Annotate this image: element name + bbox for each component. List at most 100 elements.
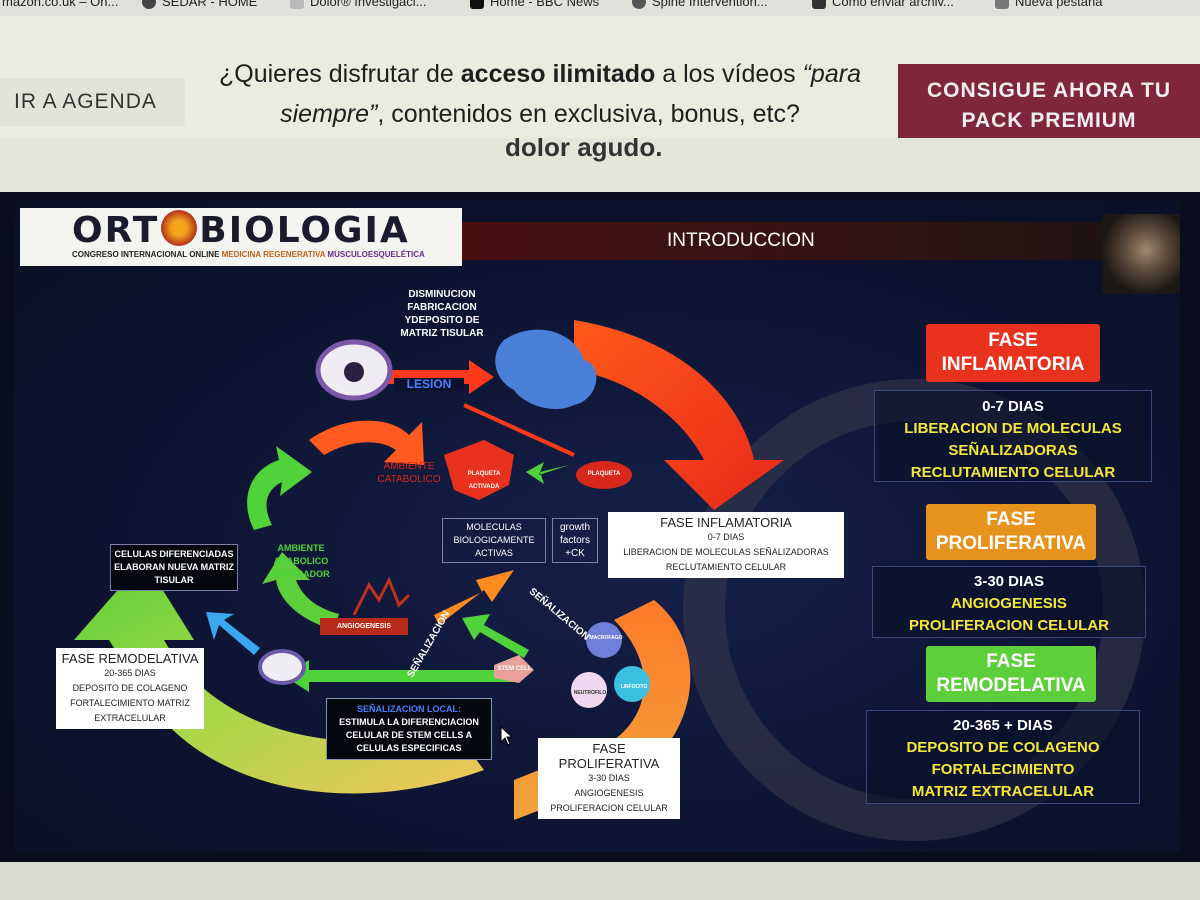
label-plaqueta: PLAQUETA [587, 471, 621, 477]
promo-text-part1: ¿Quieres disfrutar de [219, 60, 461, 88]
neutrophil-icon [571, 672, 607, 708]
label-macrofago: MACROFAGO [589, 635, 623, 641]
new-tab-icon [995, 0, 1009, 9]
stem-cell-arrow [284, 660, 514, 692]
bookmark-label: Spine Intervention... [652, 0, 768, 9]
bbc-icon [470, 0, 484, 9]
tissue-blob-icon [495, 329, 597, 410]
phase-line: SEÑALIZADORAS [948, 442, 1078, 459]
box-days: 20-365 DIAS [104, 668, 156, 678]
spine-icon [632, 0, 646, 9]
speaker-video-thumbnail [1102, 214, 1180, 294]
bookmark-bbc[interactable]: Home - BBC News [470, 0, 599, 9]
box-line: FORTALECIMIENTO MATRIZ [70, 698, 190, 708]
logo-subtitle: CONGRESO INTERNACIONAL ONLINE MEDICINA R… [72, 250, 425, 259]
label-senalizacion-local: SEÑALIZACION LOCAL: ESTIMULA LA DIFERENC… [326, 698, 492, 760]
box-title: FASE REMODELATIVA [61, 651, 199, 666]
bookmark-sedar[interactable]: SEDAR - HOME [142, 0, 257, 9]
box-line: EXTRACELULAR [94, 713, 166, 723]
page-icon [290, 0, 304, 9]
inflammatory-arrow [574, 320, 784, 510]
bookmark-label: Cómo enviar archiv... [832, 0, 954, 9]
phase-remodelativa-details: 20-365 + DIAS DEPOSITO DE COLAGENO FORTA… [866, 710, 1140, 804]
label-growth-factors: growth factors +CK [552, 518, 598, 563]
senalizacion-local-body: ESTIMULA LA DIFERENCIACION CELULAR DE ST… [339, 717, 479, 753]
phase-remodelativa-button: FASE REMODELATIVA [926, 646, 1096, 702]
signal-arrow-green [462, 614, 529, 658]
label-angiogenesis: ANGIOGENESIS [320, 618, 408, 635]
box-title: FASE INFLAMATORIA [660, 515, 792, 530]
box-line: LIBERACION DE MOLECULAS SEÑALIZADORAS [623, 547, 829, 557]
bookmark-nueva[interactable]: Nueva pestaña [995, 0, 1102, 9]
differentiated-cell-icon [258, 649, 306, 685]
bookmark-label: Dolor® Investigaci... [310, 0, 427, 9]
logo-text-left: ORT [72, 210, 160, 251]
label-linfocito: LINFOCITO [620, 684, 648, 690]
phase-line: PROLIFERACION CELULAR [909, 617, 1109, 634]
phase-line: ANGIOGENESIS [951, 595, 1067, 612]
premium-button[interactable]: CONSIGUE AHORA TU PACK PREMIUM [898, 64, 1200, 147]
box-days: 0-7 DIAS [707, 532, 745, 542]
bookmark-dolor[interactable]: Dolor® Investigaci... [290, 0, 427, 9]
slide-title: INTRODUCCION [667, 230, 815, 251]
label-lesion: LESION [394, 378, 464, 391]
logo-emblem-icon [161, 210, 198, 246]
transfer-icon [812, 0, 826, 9]
label-moleculas: MOLECULAS BIOLOGICAMENTE ACTIVAS [442, 518, 546, 563]
catabolic-arrow [309, 420, 424, 465]
box-days: 3-30 DIAS [588, 773, 630, 783]
lesion-arrow [364, 360, 494, 394]
logo-subtitle-c: MUSCULOESQUELÉTICA [327, 250, 425, 259]
phase-proliferativa-details: 3-30 DIAS ANGIOGENESIS PROLIFERACION CEL… [872, 566, 1146, 638]
mouse-cursor-icon [500, 726, 514, 746]
phase-inflamatoria-details: 0-7 DIAS LIBERACION DE MOLECULAS SEÑALIZ… [874, 390, 1152, 482]
logo-subtitle-b: MEDICINA REGENERATIVA [221, 250, 328, 259]
phase-inflamatoria-button: FASE INFLAMATORIA [926, 324, 1100, 382]
label-ambiente-catabolico: AMBIENTE CATABOLICO [377, 461, 441, 485]
signal-arrow-up [434, 570, 514, 625]
bookmark-amazon[interactable]: mazon.co.uk – On... [2, 0, 118, 9]
box-line: PROLIFERACION CELULAR [550, 803, 668, 813]
bookmark-spine[interactable]: Spine Intervention... [632, 0, 768, 9]
phase-days: 20-365 + DIAS [953, 717, 1053, 734]
phase-line: DEPOSITO DE COLAGENO [906, 739, 1100, 756]
phase-line: FORTALECIMIENTO [931, 761, 1075, 778]
page-bottom-strip [0, 862, 1200, 900]
slide-title-bar: INTRODUCCION [462, 222, 1180, 260]
label-stem-cell: STEM CELL [497, 666, 532, 672]
stem-cell-icon [494, 655, 534, 683]
blue-arrow [206, 612, 260, 655]
phase-line: RECLUTAMIENTO CELULAR [910, 464, 1116, 481]
box-line: DEPOSITO DE COLAGENO [72, 683, 188, 693]
senalizacion-local-title: SEÑALIZACION LOCAL: [357, 704, 461, 714]
bookmark-label: Home - BBC News [490, 0, 600, 9]
box-fase-remodelativa: FASE REMODELATIVA 20-365 DIAS DEPOSITO D… [56, 648, 204, 729]
phase-days: 3-30 DIAS [973, 573, 1045, 590]
page-heading: dolor agudo. [505, 138, 663, 162]
cell-nucleus-icon [344, 362, 364, 382]
agenda-button[interactable]: IR A AGENDA [0, 78, 185, 126]
box-title: FASE PROLIFERATIVA [558, 741, 660, 771]
promo-text-part2: a los vídeos [655, 60, 803, 88]
label-celulas-diferenciadas: CELULAS DIFERENCIADAS ELABORAN NUEVA MAT… [110, 544, 238, 591]
box-fase-inflamatoria: FASE INFLAMATORIA 0-7 DIAS LIBERACION DE… [608, 512, 844, 578]
anabolic-arrow [247, 446, 312, 530]
macrophage-icon [586, 622, 622, 658]
plaqueta-arrow [463, 403, 575, 457]
bookmark-label: SEDAR - HOME [162, 0, 258, 9]
label-neutrofilo: NEUTROFILO [573, 690, 607, 696]
promo-text-part3: , contenidos en exclusiva, bonus, etc? [377, 100, 800, 128]
promo-text: ¿Quieres disfrutar de acceso ilimitado a… [205, 54, 875, 134]
bookmark-enviar[interactable]: Cómo enviar archiv... [812, 0, 954, 9]
box-line: ANGIOGENESIS [574, 788, 644, 798]
label-ambiente-anabolico: AMBIENTE ANABOLICO REPARADOR [272, 543, 330, 579]
box-fase-proliferativa: FASE PROLIFERATIVA 3-30 DIAS ANGIOGENESI… [538, 738, 680, 819]
activated-platelet-icon [444, 440, 514, 500]
green-small-arrow [526, 462, 569, 484]
lymphocyte-icon [614, 666, 650, 702]
vessel-icon [352, 576, 411, 616]
